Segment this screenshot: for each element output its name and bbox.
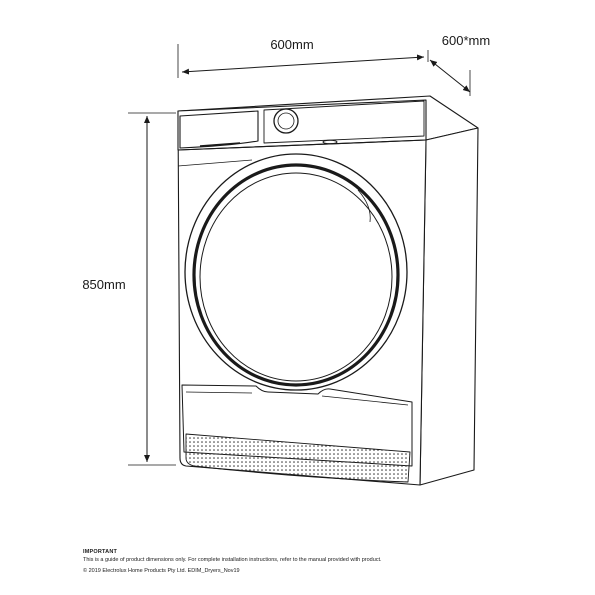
filter-door-line-left (185, 391, 253, 394)
display-panel (263, 100, 425, 144)
depth-label: 600*mm (442, 33, 490, 48)
footer-heading: IMPORTANT (83, 549, 118, 555)
water-container-drawer (179, 110, 259, 149)
filter-door (181, 384, 413, 467)
door-highlight (357, 189, 371, 223)
dryer-illustration (177, 95, 479, 486)
width-dimension: 600mm (177, 37, 429, 78)
filter-door-line-right (321, 395, 409, 406)
control-panel-trim (177, 159, 253, 167)
control-panel-lower-edge (177, 139, 427, 151)
footer-note: This is a guide of product dimensions on… (83, 557, 382, 563)
height-dimension: 850mm (82, 112, 176, 466)
program-dial (273, 108, 299, 134)
door-glass (199, 172, 393, 382)
door-indicator (322, 139, 338, 145)
depth-arrow (429, 59, 471, 93)
width-arrow (181, 54, 425, 75)
dryer-front-panel (177, 110, 427, 486)
width-label: 600mm (270, 37, 313, 52)
dryer-side-panel (419, 127, 479, 486)
door-rim (192, 163, 400, 387)
height-label: 850mm (82, 277, 125, 292)
door-outer-ring (184, 153, 408, 391)
footer-copyright: © 2019 Electrolux Home Products Pty Ltd.… (83, 568, 240, 574)
program-dial-inner (277, 112, 295, 130)
depth-dimension: 600*mm (429, 33, 490, 96)
vent-grille (185, 433, 411, 483)
drawer-handle (199, 142, 241, 147)
footer: IMPORTANT This is a guide of product dim… (83, 548, 583, 575)
